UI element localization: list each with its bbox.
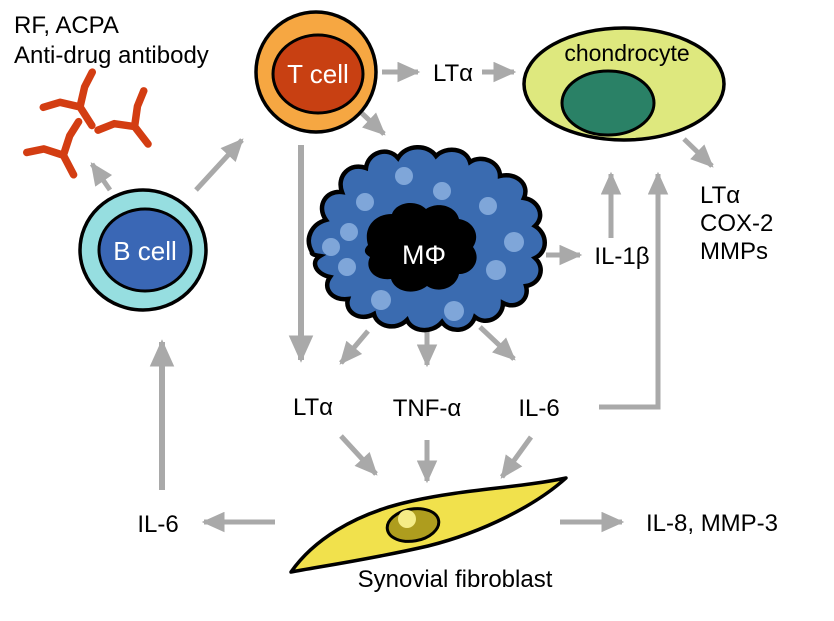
arrow-lta-mid-to-fibroblast	[339, 434, 378, 476]
granule	[395, 167, 413, 185]
autoantibody-label-line1: RF, ACPA	[14, 12, 119, 39]
chondrocyte: chondrocyte	[522, 26, 726, 142]
lta-top-label: LTα	[433, 60, 473, 87]
chondrocyte-output-mmps: MMPs	[700, 238, 768, 265]
arrow-il6-to-chondrocyte-elbow	[599, 171, 669, 410]
granule	[444, 301, 464, 321]
b-cell: B cell	[78, 188, 208, 312]
t-cell-nucleus	[271, 33, 365, 115]
granule	[433, 182, 451, 200]
granule	[486, 260, 506, 280]
granule	[356, 193, 374, 211]
b-cell-nucleus	[97, 207, 193, 293]
chondrocyte-label: chondrocyte	[564, 40, 689, 66]
granule	[338, 258, 356, 276]
il1b-label: IL-1β	[594, 243, 649, 270]
il6-mid-label: IL-6	[518, 395, 559, 422]
autoantibody-label-line2: Anti-drug antibody	[14, 42, 209, 69]
antibody-icon	[39, 68, 96, 130]
macrophage-nucleus	[364, 202, 477, 292]
granule	[479, 197, 497, 215]
arrows	[89, 61, 714, 533]
antibody-icon	[23, 117, 83, 179]
chondrocyte-nucleus	[560, 69, 656, 137]
fibroblast-caption: Synovial fibroblast	[358, 566, 553, 593]
arrow-bcell-to-antibody	[89, 162, 113, 192]
antibody-icon	[94, 87, 152, 148]
synovial-fibroblast: Synovial fibroblast	[289, 476, 568, 593]
macrophage: MΦ	[306, 145, 547, 333]
labels: RF, ACPA Anti-drug antibody LTα IL-1β LT…	[14, 12, 778, 538]
granule	[371, 290, 391, 310]
il6-left-label: IL-6	[137, 511, 178, 538]
arrow-chondrocyte-to-outputs	[682, 137, 714, 168]
antibody-cluster	[23, 68, 152, 179]
macrophage-granules	[322, 167, 524, 321]
granule	[322, 238, 340, 256]
il8-mmp3-label: IL-8, MMP-3	[646, 510, 778, 537]
macrophage-label: MΦ	[402, 240, 446, 270]
arrow-macrophage-to-il6-mid	[478, 325, 516, 361]
granule	[340, 223, 358, 241]
lta-mid-label: LTα	[293, 394, 333, 421]
arrow-macrophage-to-lta-mid	[339, 329, 370, 365]
arrow-il6-mid-to-fibroblast	[499, 435, 534, 479]
t-cell-label: T cell	[287, 59, 349, 89]
fibroblast-nucleolus	[398, 510, 416, 528]
granule	[504, 232, 524, 252]
b-cell-label: B cell	[113, 236, 177, 266]
tnfa-label: TNF-α	[393, 395, 462, 422]
arrow-bcell-to-tcell	[194, 138, 244, 192]
chondrocyte-output-cox2: COX-2	[700, 210, 773, 237]
chondrocyte-output-lta: LTα	[700, 182, 740, 209]
t-cell: T cell	[254, 10, 378, 134]
